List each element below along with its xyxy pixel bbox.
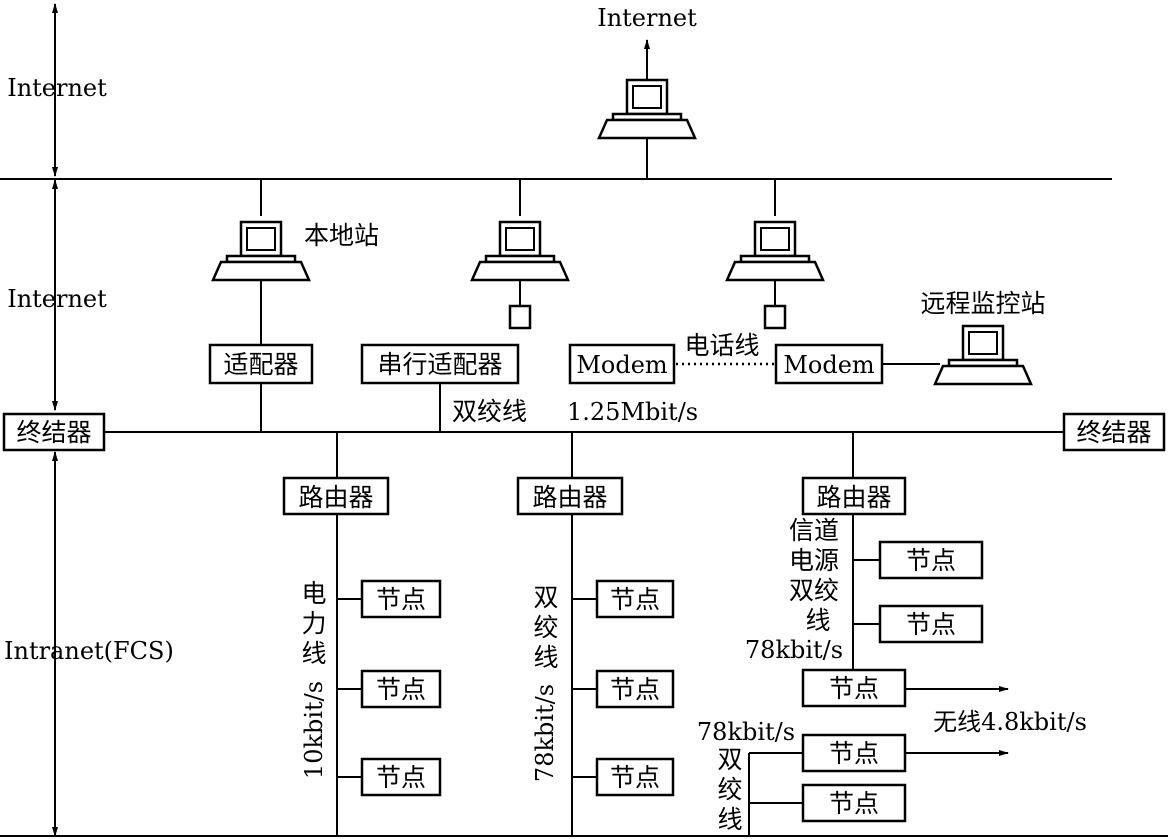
branch2-node-2-label: 节点 bbox=[610, 675, 660, 704]
terminator-left-label: 终结器 bbox=[16, 418, 91, 447]
serial-station-computer-icon bbox=[470, 220, 570, 282]
branch2-node-3-label: 节点 bbox=[610, 763, 660, 792]
bus-medium-label: 双绞线 bbox=[452, 397, 527, 426]
branch2-node-3 bbox=[595, 757, 675, 797]
layer-label-bottom: Intranet(FCS) bbox=[4, 637, 174, 665]
branch3-medium-line-3: 双绞 bbox=[789, 576, 839, 605]
modem-station-computer-icon bbox=[725, 220, 825, 282]
branch3-medium-line-4: 线 bbox=[805, 606, 830, 635]
router-3-label: 路由器 bbox=[816, 483, 891, 512]
modem-left-label: Modem bbox=[576, 351, 668, 379]
branch2-medium-char-2: 绞 bbox=[533, 613, 558, 642]
branch3-medium-line-2: 电源 bbox=[789, 546, 839, 575]
branch1-node-1-label: 节点 bbox=[376, 585, 426, 614]
branch2-speed-label: 78kbit/s bbox=[531, 684, 559, 782]
modem-right-box bbox=[774, 343, 884, 385]
serial-port-icon bbox=[508, 304, 532, 330]
branch2-medium-char-1: 双 bbox=[533, 583, 558, 612]
internet-host-computer-icon bbox=[597, 78, 697, 140]
terminator-right-box bbox=[1062, 412, 1166, 452]
branch2-node-1-label: 节点 bbox=[610, 585, 660, 614]
layer-label-top: Internet bbox=[7, 74, 107, 102]
terminator-left-box bbox=[2, 412, 106, 452]
branch3-node-2-label: 节点 bbox=[906, 610, 956, 639]
branch1-medium-char-1: 电 bbox=[301, 579, 326, 608]
branch3-node-1-label: 节点 bbox=[906, 546, 956, 575]
branch2-node-2 bbox=[595, 669, 675, 709]
branch4-medium-char-3: 线 bbox=[717, 805, 742, 834]
local-station-computer-icon bbox=[211, 220, 311, 282]
bus-speed-label: 1.25Mbit/s bbox=[567, 398, 698, 426]
modem-port-icon bbox=[763, 304, 787, 330]
branch3-node-2 bbox=[878, 604, 984, 644]
wireless-label: 无线4.8kbit/s bbox=[933, 708, 1087, 736]
branch3-node-3-label: 节点 bbox=[829, 674, 879, 703]
branch3-medium-line-1: 信道 bbox=[789, 516, 839, 545]
adapter-label: 适配器 bbox=[223, 350, 298, 379]
local-station-label: 本地站 bbox=[304, 221, 379, 250]
branch1-medium-char-3: 线 bbox=[301, 639, 326, 668]
adapter-box bbox=[208, 343, 314, 385]
phone-line-label: 电话线 bbox=[684, 331, 759, 360]
router-2-label: 路由器 bbox=[532, 483, 607, 512]
branch1-node-2-label: 节点 bbox=[376, 675, 426, 704]
modem-right-label: Modem bbox=[783, 351, 875, 379]
modem-left-box bbox=[568, 343, 676, 385]
internet-uplink-label: Internet bbox=[597, 4, 697, 32]
branch3-speed-label: 78kbit/s bbox=[745, 636, 843, 664]
branch1-node-3 bbox=[360, 757, 442, 797]
branch4-speed-label: 78kbit/s bbox=[697, 718, 795, 746]
terminator-right-label: 终结器 bbox=[1076, 418, 1151, 447]
router-1-box bbox=[282, 476, 390, 516]
branch1-node-1 bbox=[360, 579, 442, 619]
branch4-node-2 bbox=[801, 783, 907, 823]
branch2-node-1 bbox=[595, 579, 675, 619]
remote-station-computer-icon bbox=[933, 324, 1033, 386]
branch2-medium-char-3: 线 bbox=[533, 643, 558, 672]
branch1-node-2 bbox=[360, 669, 442, 709]
serial-adapter-label: 串行适配器 bbox=[377, 350, 502, 379]
branch3-node-3 bbox=[801, 668, 907, 708]
remote-station-label: 远程监控站 bbox=[920, 289, 1045, 318]
layer-label-middle: Internet bbox=[7, 285, 107, 313]
branch4-medium-char-2: 绞 bbox=[717, 775, 742, 804]
branch4-node-2-label: 节点 bbox=[829, 789, 879, 818]
branch4-node-1-label: 节点 bbox=[829, 739, 879, 768]
branch1-medium-char-2: 力 bbox=[301, 609, 326, 638]
branch1-speed-label: 10kbit/s bbox=[300, 681, 328, 779]
router-1-label: 路由器 bbox=[298, 483, 373, 512]
branch1-node-3-label: 节点 bbox=[376, 763, 426, 792]
serial-adapter-box bbox=[360, 343, 520, 385]
branch3-node-1 bbox=[878, 540, 984, 580]
router-2-box bbox=[516, 476, 624, 516]
branch4-medium-char-1: 双 bbox=[717, 745, 742, 774]
